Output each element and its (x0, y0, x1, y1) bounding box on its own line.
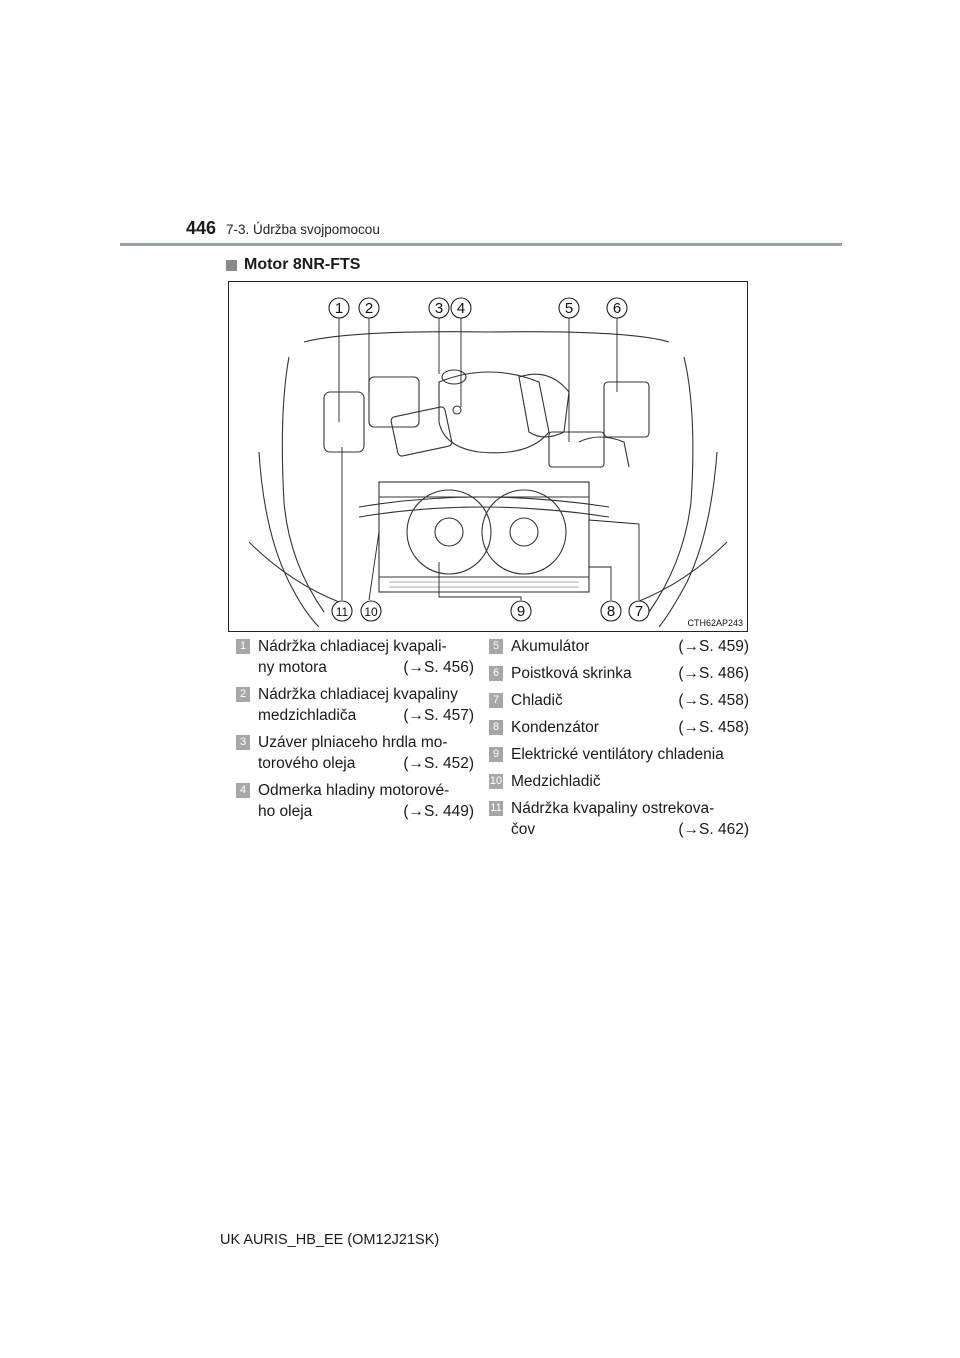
legend-page-ref: (→S. 458) (678, 719, 749, 736)
callout-8: 8 (607, 603, 615, 620)
legend-text: Nádržka chladiacej kvapaliny (258, 686, 458, 703)
legend-line: ho oleja (→S. 449) (258, 801, 474, 822)
legend-page-ref: (→S. 457) (403, 707, 474, 724)
callout-6: 6 (613, 300, 621, 317)
engine-illustration: 1 2 3 4 5 6 7 8 9 10 11 (248, 297, 728, 628)
legend-item: 11 Nádržka kvapaliny ostrekova-čov (→S. 46… (489, 798, 749, 840)
legend-item: 5 Akumulátor (→S. 459) (489, 636, 749, 657)
legend-text: Nádržka kvapaliny ostrekova- (511, 800, 715, 817)
engine-figure: 1 2 3 4 5 6 7 8 9 10 11 CTH62AP243 (228, 281, 748, 632)
legend-line: ny motora (→S. 456) (258, 657, 474, 678)
legend-line: torového oleja (→S. 452) (258, 753, 474, 774)
legend-text: Akumulátor (511, 638, 590, 655)
legend-text: Elektrické ventilátory chladenia (511, 746, 724, 763)
legend-number-badge: 9 (489, 747, 503, 762)
legend-line: Medzichladič (511, 771, 749, 792)
legend-item: 8 Kondenzátor (→S. 458) (489, 717, 749, 738)
legend-line: Uzáver plniaceho hrdla mo- (258, 732, 474, 753)
legend-number-badge: 3 (236, 735, 250, 750)
legend-item: 10 Medzichladič (489, 771, 749, 792)
legend-text: Nádržka chladiacej kvapali- (258, 638, 447, 655)
legend-number-badge: 6 (489, 666, 503, 681)
legend-item: 6 Poistková skrinka (→S. 486) (489, 663, 749, 684)
legend-item: 2 Nádržka chladiacej kvapaliny medzichladi… (236, 684, 474, 726)
legend-text: medzichladiča (258, 707, 357, 724)
legend-text: ho oleja (258, 803, 313, 820)
header-rule (120, 243, 842, 246)
section-heading: Motor 8NR-FTS (226, 256, 360, 274)
legend-line: Poistková skrinka (→S. 486) (511, 663, 749, 684)
legend-text: ny motora (258, 659, 327, 676)
page-number: 446 (186, 218, 217, 238)
legend-text: čov (511, 821, 536, 838)
legend-item: 1 Nádržka chladiacej kvapali-ny motora (→S… (236, 636, 474, 678)
section-title: 7-3. Údržba svojpomocou (226, 222, 380, 237)
callout-3: 3 (435, 300, 443, 317)
legend-page-ref: (→S. 449) (403, 803, 474, 820)
legend-item: 4 Odmerka hladiny motorové-ho oleja (→S. 4… (236, 780, 474, 822)
legend-line: Nádržka chladiacej kvapali- (258, 636, 474, 657)
legend-line: Akumulátor (→S. 459) (511, 636, 749, 657)
legend-item: 7 Chladič (→S. 458) (489, 690, 749, 711)
legend-item: 9 Elektrické ventilátory chladenia (489, 744, 749, 765)
legend-text: Medzichladič (511, 773, 601, 790)
legend-line: čov (→S. 462) (511, 819, 749, 840)
legend-page-ref: (→S. 458) (678, 692, 749, 709)
legend-number-badge: 4 (236, 783, 250, 798)
legend-text: Kondenzátor (511, 719, 599, 736)
legend-number-badge: 8 (489, 720, 503, 735)
legend-text: Odmerka hladiny motorové- (258, 782, 450, 799)
callout-5: 5 (565, 300, 573, 317)
legend-line: medzichladiča (→S. 457) (258, 705, 474, 726)
legend-text: torového oleja (258, 755, 356, 772)
legend-left-column: 1 Nádržka chladiacej kvapali-ny motora (→S… (236, 636, 474, 828)
legend-line: Nádržka chladiacej kvapaliny (258, 684, 474, 705)
legend-number-badge: 7 (489, 693, 503, 708)
legend-line: Nádržka kvapaliny ostrekova- (511, 798, 749, 819)
legend-number-badge: 1 (236, 639, 250, 654)
legend-line: Chladič (→S. 458) (511, 690, 749, 711)
legend-number-badge: 5 (489, 639, 503, 654)
legend-number-badge: 11 (489, 801, 503, 816)
legend-line: Elektrické ventilátory chladenia (511, 744, 749, 765)
heading-text: Motor 8NR-FTS (244, 256, 361, 273)
legend-page-ref: (→S. 452) (403, 755, 474, 772)
legend-page-ref: (→S. 486) (678, 665, 749, 682)
legend-page-ref: (→S. 456) (403, 659, 474, 676)
figure-code: CTH62AP243 (687, 618, 743, 628)
heading-square-icon (226, 259, 237, 271)
legend-page-ref: (→S. 462) (678, 821, 749, 838)
legend-line: Odmerka hladiny motorové- (258, 780, 474, 801)
footer-text: UK AURIS_HB_EE (OM12J21SK) (220, 1232, 440, 1248)
callout-7: 7 (635, 603, 643, 620)
legend-line: Kondenzátor (→S. 458) (511, 717, 749, 738)
legend-text: Uzáver plniaceho hrdla mo- (258, 734, 448, 751)
legend-page-ref: (→S. 459) (678, 638, 749, 655)
legend-text: Chladič (511, 692, 563, 709)
legend-right-column: 5 Akumulátor (→S. 459) 6 Poistková skrinka (→… (489, 636, 749, 846)
callout-9: 9 (517, 603, 525, 620)
callout-2: 2 (365, 300, 373, 317)
legend-number-badge: 2 (236, 687, 250, 702)
legend-item: 3 Uzáver plniaceho hrdla mo-torového olej… (236, 732, 474, 774)
callout-11: 11 (336, 605, 349, 619)
legend-number-badge: 10 (489, 774, 503, 789)
callout-10: 10 (364, 605, 378, 619)
legend-text: Poistková skrinka (511, 665, 632, 682)
callout-4: 4 (457, 300, 465, 317)
callout-1: 1 (335, 300, 343, 317)
